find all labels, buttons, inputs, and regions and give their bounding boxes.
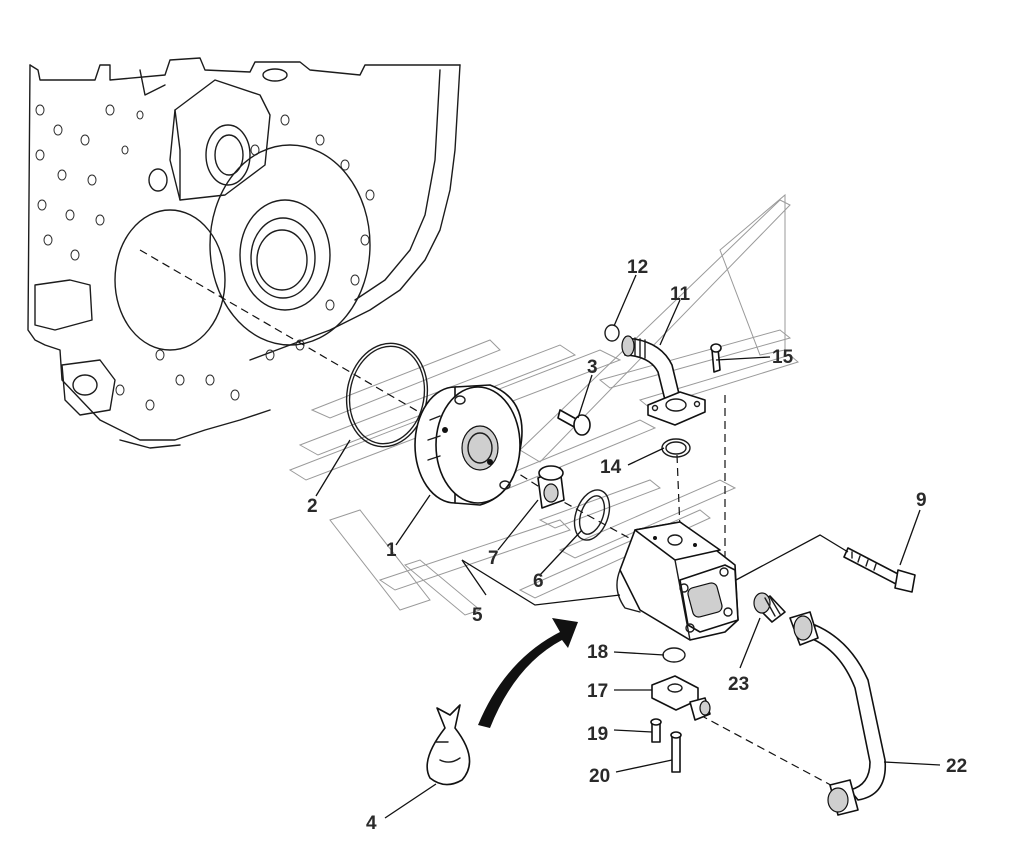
callout-15: 15 [772,347,794,368]
gasket-6 [573,489,611,541]
leader-lines [315,274,941,819]
grease-bag-icon [426,704,471,786]
callout-6: 6 [533,571,544,592]
callout-2: 2 [307,496,318,517]
elbow-pipe-11 [621,335,706,426]
coupling-7 [537,465,565,509]
callout-9: 9 [916,490,927,511]
screw-20 [670,731,682,773]
o-ring-14 [661,438,691,458]
bolt-9 [843,547,916,593]
arrow-icon [478,618,578,728]
screw-3 [557,409,591,436]
watermark [288,193,800,616]
flange-17 [651,675,711,721]
o-ring-large [345,342,429,448]
o-ring-14-inner [665,441,687,455]
callout-11: 11 [670,284,691,305]
callout-4: 4 [366,813,377,834]
callout-12: 12 [627,257,648,278]
adapter-flange [414,384,523,506]
callout-7: 7 [488,548,499,569]
screw-15 [710,343,722,373]
callouts: 12 11 3 15 14 2 9 1 7 6 5 18 23 17 19 22… [307,257,967,834]
callout-5: 5 [472,605,483,626]
engine-housing [27,57,461,449]
callout-19: 19 [587,724,608,745]
pump-body [616,521,739,641]
pipe-centerline [699,714,841,791]
o-ring-12 [604,324,620,342]
callout-23: 23 [728,674,749,695]
callout-18: 18 [587,642,608,663]
o-ring-18 [662,647,686,663]
callout-17: 17 [587,681,608,702]
pipe-22 [789,611,887,816]
fitting-23 [753,592,786,623]
callout-14: 14 [600,457,622,478]
callout-22: 22 [946,756,967,777]
screw-19 [650,718,662,743]
callout-1: 1 [386,540,397,561]
callout-3: 3 [587,357,598,378]
callout-20: 20 [589,766,610,787]
